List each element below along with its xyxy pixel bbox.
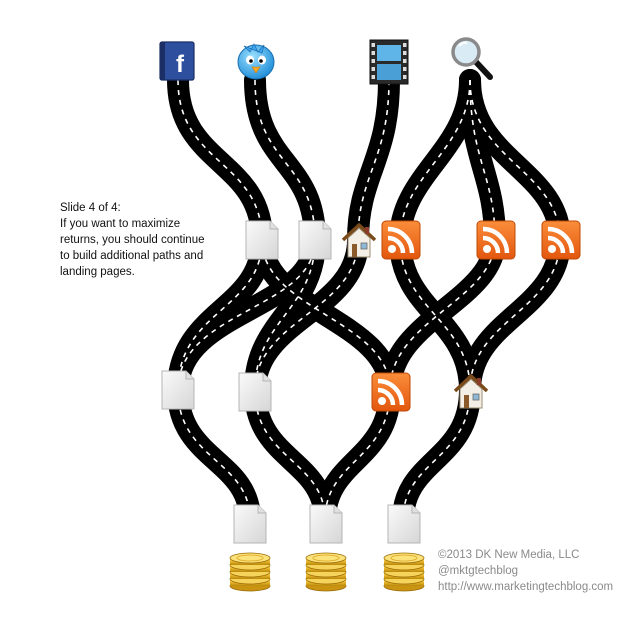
gold-coins-icon — [305, 552, 347, 592]
rss-feed-icon — [477, 221, 515, 259]
gold-coins-icon — [383, 552, 425, 592]
landing-page-icon — [298, 220, 332, 260]
caption-line: If you want to maximize — [60, 218, 181, 230]
facebook-letter: f — [176, 51, 185, 78]
conversion-page-icon — [233, 504, 267, 544]
copyright-text: ©2013 DK New Media, LLC — [438, 549, 580, 561]
caption-line: landing pages. — [60, 266, 135, 278]
rss-feed-icon — [542, 221, 580, 259]
caption-line: Slide 4 of 4: — [60, 202, 121, 214]
landing-page-icon — [245, 220, 279, 260]
rss-feed-icon — [382, 221, 420, 259]
facebook-icon: f — [159, 41, 195, 81]
conversion-page-icon — [309, 504, 343, 544]
landing-page-icon — [238, 372, 272, 412]
caption-line: returns, you should continue — [60, 234, 205, 246]
rss-feed-icon — [372, 373, 410, 411]
website-url: http://www.marketingtechblog.com — [438, 581, 614, 593]
slide-caption: Slide 4 of 4: If you want to maximize re… — [60, 200, 220, 280]
landing-page-icon — [161, 370, 195, 410]
twitter-bird-icon — [237, 43, 275, 80]
credits-block: ©2013 DK New Media, LLC @mktgtechblog ht… — [438, 547, 613, 595]
search-magnifier-icon — [451, 37, 493, 80]
gold-coins-icon — [229, 552, 271, 592]
conversion-page-icon — [387, 504, 421, 544]
twitter-handle: @mktgtechblog — [438, 565, 519, 577]
caption-line: to build additional paths and — [60, 250, 204, 262]
video-film-icon — [369, 39, 409, 85]
